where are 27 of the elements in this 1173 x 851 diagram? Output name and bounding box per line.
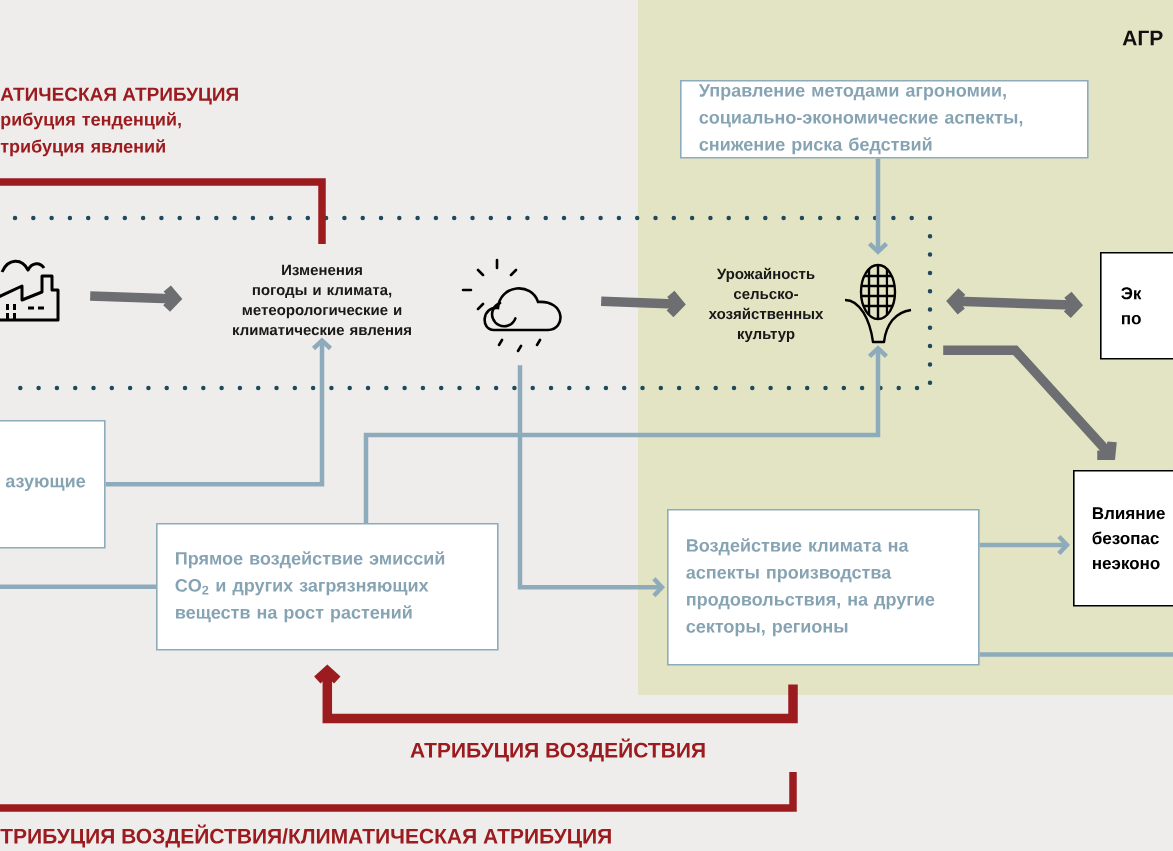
info-box: Прямое воздействие эмиссий CO$_{2}$ и других загрязняющих веществ на рост растений — [156, 523, 499, 651]
attribution-heading: АТИЧЕСКАЯ АТРИБУЦИЯ — [0, 87, 238, 105]
arrow — [363, 345, 889, 523]
arrow — [90, 285, 183, 312]
info-box: Управление методами агрономии, социально-экономические аспекты, снижение риска бедствий — [680, 80, 1089, 159]
info-box: Воздействие климата на аспекты производства продовольствия, на другие секторы, регионы — [667, 509, 980, 666]
arrow — [517, 365, 665, 598]
attribution-label: ТРИБУЦИЯ ВОЗДЕЙСТВИЯ/КЛИМАТИЧЕСКАЯ АТРИБУЦИЯ — [0, 824, 611, 848]
attribution-label: рибуция тенденций, трибуция явлений — [0, 112, 181, 157]
corn-drawing — [844, 263, 912, 344]
info-box: Влияние безопас неэконо — [1073, 470, 1173, 607]
node-text: Изменения погоды и климата, метеорологические и климатические явления — [233, 264, 411, 336]
arrow — [867, 158, 889, 255]
arrow — [105, 337, 333, 487]
arrow — [601, 290, 686, 318]
factory-drawing — [0, 259, 60, 322]
arrow — [979, 534, 1070, 556]
region-heading: АГР — [1122, 30, 1163, 46]
info-box: азующие — [0, 420, 106, 549]
node-text: Урожайность сельско- хозяйственных культур — [708, 267, 824, 343]
connector-line — [0, 584, 156, 590]
weather-drawing — [461, 258, 562, 353]
arrow — [946, 288, 1083, 319]
arrow — [943, 345, 1117, 461]
connector-line — [979, 652, 1173, 657]
info-box: Эк по — [1100, 252, 1173, 360]
attribution-label: АТРИБУЦИЯ ВОЗДЕЙСТВИЯ — [410, 738, 705, 762]
